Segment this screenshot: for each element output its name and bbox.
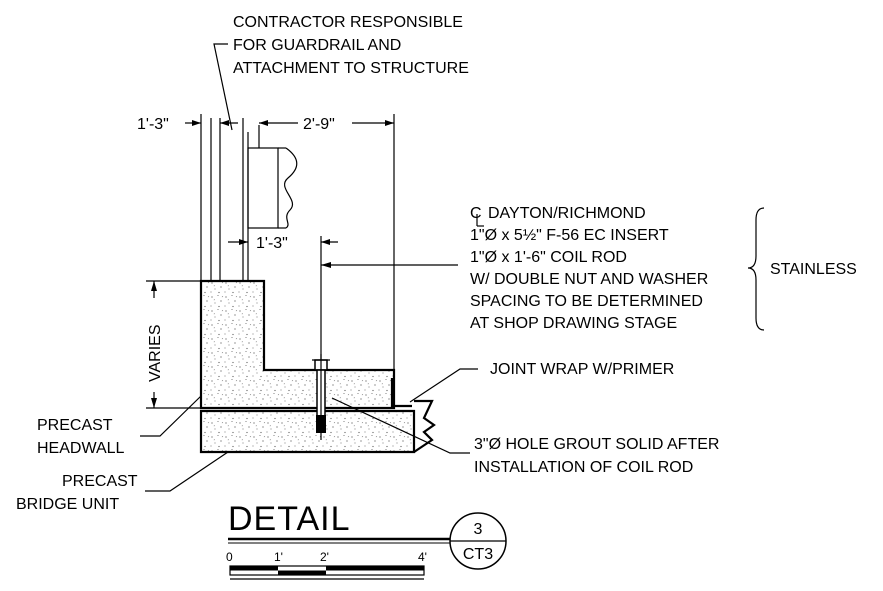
note-bridge-unit-line1: PRECAST bbox=[62, 473, 138, 490]
note-stainless: STAINLESS bbox=[770, 261, 857, 278]
scale-label-4: 4' bbox=[418, 550, 427, 564]
coil-rod-assembly bbox=[312, 354, 330, 440]
note-hole-line1: 3"Ø HOLE GROUT SOLID AFTER bbox=[474, 436, 719, 453]
note-headwall-line1: PRECAST bbox=[37, 417, 113, 434]
scale-label-1: 1' bbox=[274, 550, 283, 564]
detail-number: 3 bbox=[474, 521, 483, 538]
dim-left-width: 1'-3" bbox=[137, 116, 169, 133]
note-insert-line2: 1"Ø x 5½" F-56 EC INSERT bbox=[470, 227, 669, 244]
guardrail bbox=[210, 118, 298, 281]
dim-height-varies: VARIES bbox=[147, 325, 164, 383]
joint-wrap bbox=[390, 378, 412, 408]
note-insert-line1: DAYTON/RICHMOND bbox=[488, 205, 646, 222]
note-contractor-line2: FOR GUARDRAIL AND bbox=[233, 37, 401, 54]
detail-sheet: CT3 bbox=[463, 546, 493, 563]
note-bridge-unit-line2: BRIDGE UNIT bbox=[16, 496, 119, 513]
scale-label-0: 0 bbox=[226, 550, 233, 564]
precast-headwall-shape bbox=[199, 279, 396, 410]
detail-title-block: DETAIL 3 CT3 bbox=[228, 500, 507, 570]
dim-rod-offset: 1'-3" bbox=[256, 235, 288, 252]
break-line bbox=[413, 399, 436, 453]
leaders bbox=[140, 43, 765, 492]
note-contractor-line1: CONTRACTOR RESPONSIBLE bbox=[233, 14, 463, 31]
note-hole-line2: INSTALLATION OF COIL ROD bbox=[474, 459, 693, 476]
detail-title: DETAIL bbox=[228, 500, 351, 538]
note-insert-line5: SPACING TO BE DETERMINED bbox=[470, 293, 703, 310]
scale-label-2: 2' bbox=[320, 550, 329, 564]
note-insert-line4: W/ DOUBLE NUT AND WASHER bbox=[470, 271, 708, 288]
centerline-symbol: C bbox=[470, 205, 484, 227]
precast-bridge-unit-shape bbox=[199, 409, 416, 454]
note-contractor-line3: ATTACHMENT TO STRUCTURE bbox=[233, 60, 469, 77]
note-headwall-line2: HEADWALL bbox=[37, 440, 125, 457]
dim-right-width: 2'-9" bbox=[303, 116, 335, 133]
note-joint-wrap: JOINT WRAP W/PRIMER bbox=[490, 361, 674, 378]
note-insert-line3: 1"Ø x 1'-6" COIL ROD bbox=[470, 249, 627, 266]
dimension-lines bbox=[146, 114, 458, 409]
svg-text:C: C bbox=[470, 205, 482, 222]
scale-bar: 0 1' 2' 4' bbox=[226, 550, 427, 580]
note-insert-line6: AT SHOP DRAWING STAGE bbox=[470, 315, 677, 332]
